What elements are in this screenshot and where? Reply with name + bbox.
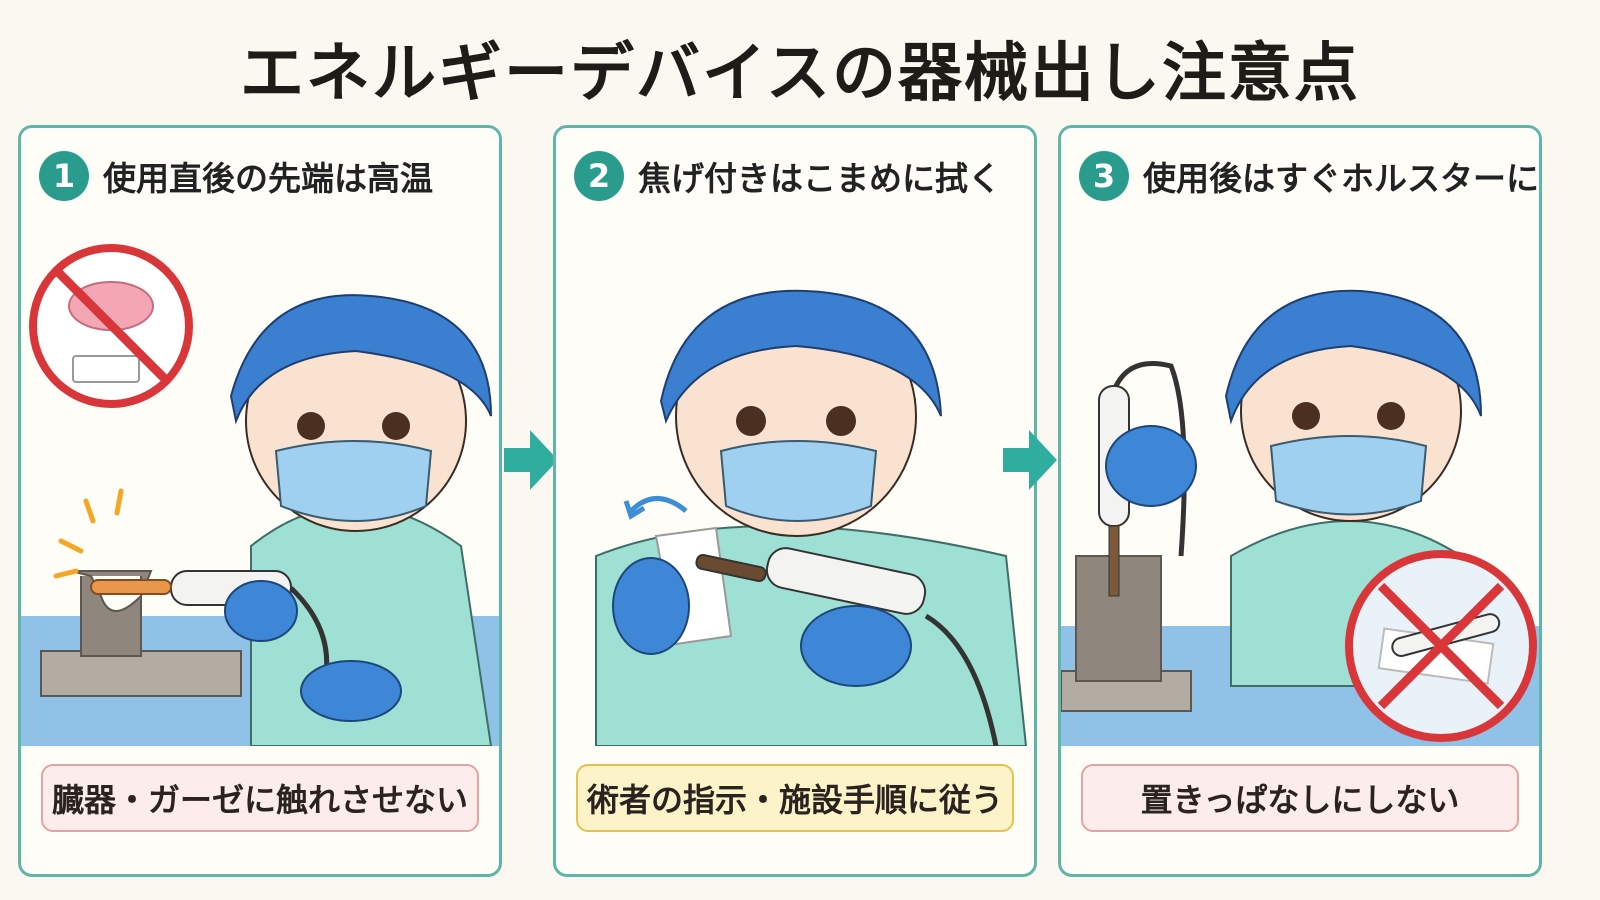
heat-spark-icon (53, 488, 124, 579)
step-arrow-icon (1003, 430, 1057, 490)
step-illustration (1061, 289, 1539, 746)
step-panel-3: 3 使用後はすぐホルスターに戻す 置きっぱなしにしない (1058, 125, 1542, 877)
wipe-arrow-icon (629, 496, 688, 513)
step-illustration (595, 289, 1028, 746)
step-panel-2: 2 焦げ付きはこまめに拭く 術者の指示・施設手順に従う (553, 125, 1037, 877)
warning-note: 臓器・ガーゼに触れさせない (41, 764, 479, 832)
cross-mark-icon (1345, 550, 1537, 742)
step-number-badge: 1 (39, 151, 89, 201)
step-heading: 使用後はすぐホルスターに戻す (1143, 159, 1539, 198)
step-header: 1 使用直後の先端は高温 (39, 148, 489, 204)
step-panel-1: 1 使用直後の先端は高温 臓 (18, 125, 502, 877)
prohibition-icon (29, 244, 193, 408)
warning-note: 術者の指示・施設手順に従う (576, 764, 1014, 832)
step-heading: 焦げ付きはこまめに拭く (638, 159, 1001, 198)
page-title: エネルギーデバイスの器械出し注意点 (239, 37, 1361, 111)
step-header: 3 使用後はすぐホルスターに戻す (1079, 148, 1539, 204)
step-header: 2 焦げ付きはこまめに拭く (574, 148, 1024, 204)
step-illustration (21, 244, 499, 746)
warning-note: 置きっぱなしにしない (1081, 764, 1519, 832)
step-arrow-icon (504, 430, 558, 490)
step-number-badge: 3 (1079, 151, 1129, 201)
step-heading: 使用直後の先端は高温 (103, 159, 433, 198)
step-number-badge: 2 (574, 151, 624, 201)
